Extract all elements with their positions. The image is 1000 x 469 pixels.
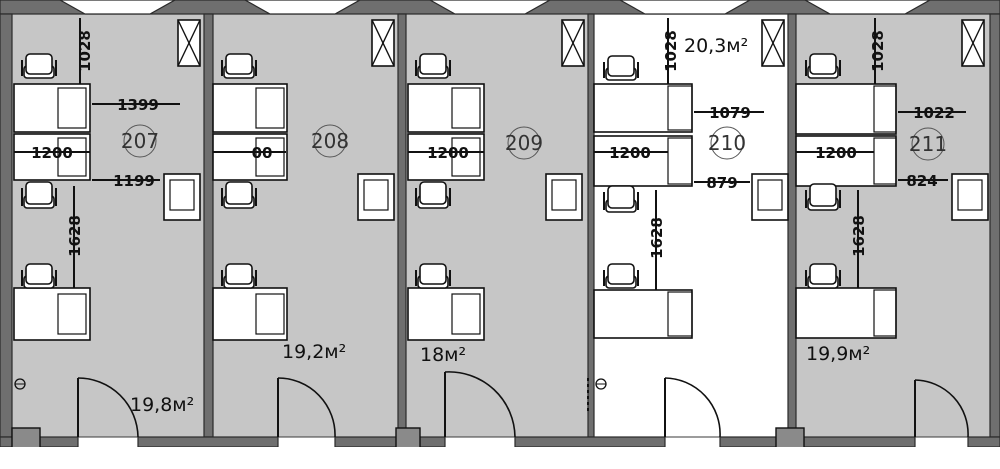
chair-icon[interactable] (221, 181, 257, 209)
room-number: 209 (505, 131, 543, 155)
room-207-furniture (13, 53, 201, 390)
room-area: 19,2м² (282, 341, 346, 363)
dimension-label: 879 (706, 174, 737, 192)
shaft-icon (761, 19, 785, 67)
dimension-label: 1628 (850, 215, 868, 257)
desk[interactable] (593, 135, 693, 187)
chair-icon[interactable] (415, 263, 451, 289)
chair-icon[interactable] (603, 185, 639, 213)
door-room-210[interactable] (664, 377, 721, 438)
desk[interactable] (795, 83, 897, 135)
chair-icon[interactable] (805, 263, 841, 289)
dimension-label: 1199 (113, 172, 155, 190)
room-number: 210 (708, 131, 746, 155)
shaft-icon (561, 19, 585, 67)
dimension-label: 1200 (427, 144, 469, 162)
chair-icon[interactable] (415, 181, 451, 209)
dimension-label: 1200 (31, 144, 73, 162)
dimension-label: 00 (252, 144, 273, 162)
desk[interactable] (407, 133, 485, 181)
dimension-label: 1028 (869, 30, 887, 72)
exterior-wall (0, 0, 1000, 15)
dimension-label: 824 (906, 172, 937, 190)
desk[interactable] (13, 83, 91, 133)
column (775, 427, 805, 449)
shaft-icon (371, 19, 395, 67)
window-recess (58, 0, 177, 15)
window-recess (618, 0, 752, 15)
room-area: 19,9м² (806, 343, 870, 365)
desk[interactable] (13, 287, 91, 341)
cabinet[interactable] (163, 173, 201, 221)
cabinet[interactable] (545, 173, 583, 221)
dimension-lines (14, 18, 966, 290)
dimension-label: 1079 (709, 104, 751, 122)
desk[interactable] (593, 289, 693, 339)
chair-icon[interactable] (21, 263, 57, 289)
chair-icon[interactable] (415, 53, 451, 79)
chair-icon[interactable] (805, 183, 841, 211)
door-room-209[interactable] (444, 371, 516, 438)
dimension-label: 1028 (76, 30, 94, 72)
room-area: 19,8м² (130, 394, 194, 416)
window-recess (428, 0, 552, 15)
desk[interactable] (795, 135, 897, 187)
room-number-markers (123, 124, 945, 161)
room-210-furniture (587, 55, 789, 412)
dimension-label: 1628 (66, 215, 84, 257)
window-recess (243, 0, 362, 15)
cabinet[interactable] (751, 173, 789, 221)
dimension-label: 1399 (117, 96, 159, 114)
chair-icon[interactable] (603, 263, 639, 289)
room-208-furniture (212, 53, 395, 341)
desk[interactable] (593, 83, 693, 133)
desk[interactable] (13, 133, 91, 181)
chair-icon[interactable] (21, 53, 57, 79)
column (11, 427, 41, 449)
desk[interactable] (212, 133, 288, 181)
chair-icon[interactable] (221, 53, 257, 79)
room-209-furniture (407, 53, 583, 341)
door-room-211[interactable] (914, 379, 969, 438)
dimension-label: 1022 (913, 104, 955, 122)
room-number: 207 (121, 129, 159, 153)
chair-icon[interactable] (603, 55, 639, 81)
cabinet[interactable] (951, 173, 989, 221)
dimension-label: 1200 (815, 144, 857, 162)
desk[interactable] (407, 287, 485, 341)
chair-icon[interactable] (805, 53, 841, 79)
desk[interactable] (795, 287, 897, 339)
room-number: 211 (909, 132, 947, 156)
doors (77, 371, 969, 438)
dimension-label: 1200 (609, 144, 651, 162)
door-room-208[interactable] (277, 377, 336, 438)
chair-icon[interactable] (221, 263, 257, 289)
column (395, 427, 421, 449)
desk[interactable] (212, 287, 288, 341)
shaft-icon (961, 19, 985, 67)
chair-icon[interactable] (21, 181, 57, 209)
dimension-label: 1028 (662, 30, 680, 72)
dimension-label: 1628 (648, 217, 666, 259)
room-211-furniture (795, 53, 989, 339)
door-room-207[interactable] (77, 377, 139, 438)
shaft-icon (177, 19, 201, 67)
room-area: 18м² (420, 344, 466, 366)
desk[interactable] (212, 83, 288, 133)
ventilation-shafts (177, 19, 985, 67)
corridor-wall (0, 427, 1000, 469)
room-number: 208 (311, 129, 349, 153)
window-recess (803, 0, 932, 15)
desk[interactable] (407, 83, 485, 133)
room-area: 20,3м² (684, 35, 748, 57)
cabinet[interactable] (357, 173, 395, 221)
